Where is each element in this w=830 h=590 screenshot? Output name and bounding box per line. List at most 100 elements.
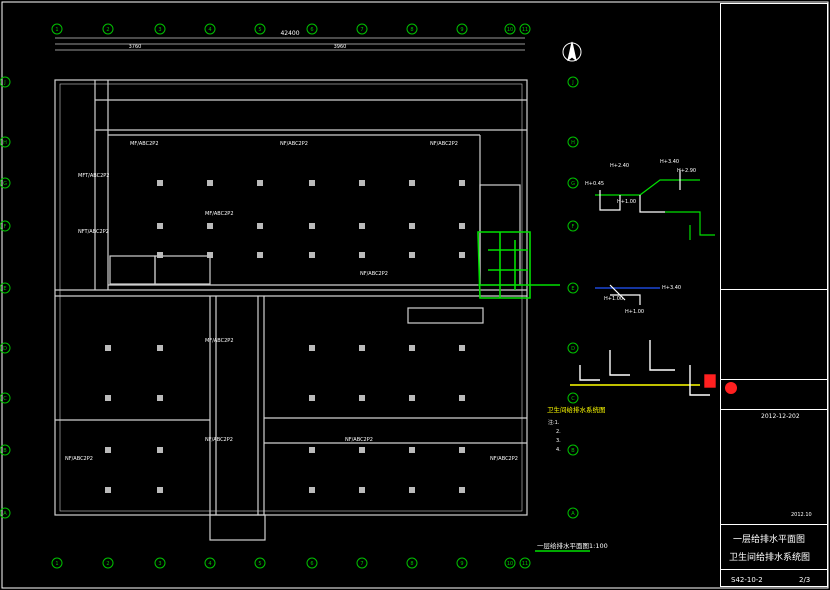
equipment-label: NF/ABC2P2 [430,141,458,147]
axis-bubble-bottom-label: 10 [507,561,513,567]
column-mark [257,252,263,258]
axis-bubble-top-label: 9 [460,27,463,33]
axis-bubble-bottom-label: 5 [258,561,261,567]
axis-bubble-left [0,136,11,148]
dim-d1: 3760 [129,44,142,50]
equipment-label: NF/ABC2P2 [345,437,373,443]
tb-date2: 2012.10 [791,512,812,518]
elevation-label: H+2.90 [677,168,696,174]
column-mark [309,223,315,229]
axis-bubble-right [567,76,579,88]
axis-bubble-left [0,220,11,232]
equipment-label: NF/ABC2P2 [490,456,518,462]
tb-drawing-no: S42-10-2 [731,576,763,584]
axis-bubble-bottom-label: 11 [522,561,528,567]
axis-bubble-top-label: 6 [310,27,313,33]
column-mark [359,252,365,258]
structural-columns [105,180,465,493]
note-line: 4. [556,447,561,453]
axis-bubble-bottom-label: 1 [55,561,58,567]
column-mark [157,180,163,186]
axis-bubble-bottom-label: 2 [106,561,109,567]
note-line: 注:1. [548,419,560,426]
tb-main-title-1: 一层给排水平面图 [733,535,806,545]
axis-bubble-left [0,444,11,456]
axis-bubble-top [102,23,114,35]
column-mark [157,345,163,351]
axis-bubble-right-label: F [572,224,575,230]
axis-bubble-left-label: A [3,511,7,517]
elevation-label: H+2.40 [610,163,629,169]
axis-bubble-right [567,220,579,232]
axis-bubble-right-label: A [571,511,575,517]
axis-bubble-right [567,392,579,404]
axis-bubble-top-label: 5 [258,27,261,33]
elevation-labels: H+3.40 H+2.90 H+2.40 H+1.00 H+0.45 H+3.4… [585,159,696,315]
system-diagram-upper [595,170,715,240]
elevation-label: H+1.00 [617,199,636,205]
axis-bubble-top-label: 3 [158,27,161,33]
axis-bubble-bottom-label: 4 [208,561,211,567]
tb-divider [721,289,827,290]
system-title: 卫生间给排水系统图 [547,405,606,414]
elevation-label: H+3.40 [662,285,681,291]
column-mark [157,223,163,229]
column-mark [309,487,315,493]
column-mark [459,395,465,401]
column-mark [105,345,111,351]
dim-total: 42400 [280,30,299,37]
equipment-label: MF/ABC2P2 [205,338,234,344]
axis-bubble-right [567,136,579,148]
equipment-label: NFT/ABC2P2 [78,229,109,235]
axis-bubble-top-label: 2 [106,27,109,33]
column-mark [309,395,315,401]
axis-bubble-left-label: G [3,181,7,187]
axis-bubble-bottom [356,557,368,569]
axis-bubble-right-label: E [571,286,574,292]
axis-bubble-bottom [504,557,516,569]
column-mark [359,447,365,453]
axis-bubble-bottom-label: 3 [158,561,161,567]
axis-bubble-bottom [154,557,166,569]
axis-bubble-top-label: 10 [507,27,513,33]
axis-bubble-right-label: C [571,396,575,402]
column-mark [207,252,213,258]
axis-bubble-top-label: 11 [522,27,528,33]
title-block: 2012-12-202 2012.10 一层给排水平面图 卫生间给排水系统图 S… [720,3,828,587]
tb-divider [721,569,827,570]
axis-bubble-right [567,507,579,519]
axis-bubble-right-label: G [571,181,575,187]
column-mark [409,345,415,351]
equipment-label: NF/ABC2P2 [205,437,233,443]
axis-bubble-left-label: H [3,140,7,146]
system-diagram-lower [570,340,716,396]
column-mark [157,487,163,493]
axis-bubble-top [254,23,266,35]
column-mark [409,252,415,258]
equipment-label: MFT/ABC2P2 [78,173,109,179]
axis-bubble-bottom-label: 9 [460,561,463,567]
column-mark [157,395,163,401]
axis-bubble-left-label: F [4,224,7,230]
equipment-label: NF/ABC2P2 [280,141,308,147]
equipment-label: MF/ABC2P2 [205,211,234,217]
axis-bubble-top [519,23,531,35]
column-mark [409,223,415,229]
column-mark [409,395,415,401]
column-mark [105,447,111,453]
axis-bubble-left [0,177,11,189]
axis-bubble-top-label: 1 [55,27,58,33]
axis-bubble-bottom [254,557,266,569]
axis-bubble-bottom [51,557,63,569]
column-mark [459,487,465,493]
elevation-label: H+1.00 [604,296,623,302]
column-mark [157,447,163,453]
note-line: 2. [556,429,561,435]
axis-bubble-left-label: E [3,286,6,292]
axis-bubble-right-label: B [571,448,575,454]
axis-bubble-top-label: 7 [360,27,363,33]
